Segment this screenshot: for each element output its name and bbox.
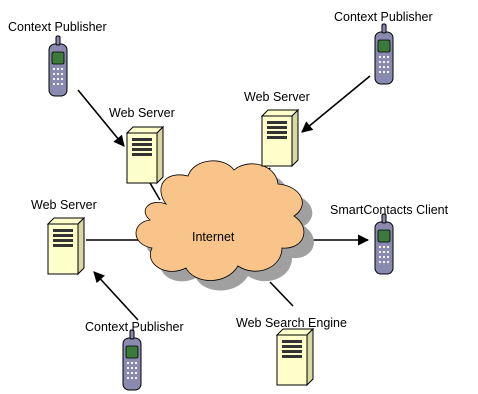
label-publisher-bottom: Context Publisher xyxy=(85,320,184,334)
server-search-engine-icon xyxy=(276,328,314,386)
label-server-right-top: Web Server xyxy=(244,90,310,104)
cloud-label: Internet xyxy=(192,230,235,244)
arrow-publisher-to-server-left xyxy=(93,271,139,321)
label-server-left-top: Web Server xyxy=(109,106,175,120)
edge-cloud-to-search-engine xyxy=(269,281,294,307)
label-server-left: Web Server xyxy=(31,198,97,212)
arrow-publisher-to-server-right-top xyxy=(301,75,371,133)
cloud-body xyxy=(135,160,305,281)
server-right-top-icon xyxy=(261,109,299,167)
server-left-top-icon xyxy=(126,126,164,184)
phone-bottom-icon xyxy=(122,329,142,391)
edge-cloud-to-server-left-top xyxy=(149,182,161,201)
server-left-icon xyxy=(47,217,85,275)
label-publisher-top-right: Context Publisher xyxy=(334,10,433,24)
arrow-publisher-to-server-left-top xyxy=(77,89,125,147)
label-client: SmartContacts Client xyxy=(330,203,449,217)
phone-top-left-icon xyxy=(48,35,68,97)
label-publisher-top-left: Context Publisher xyxy=(8,20,107,34)
phone-top-right-icon xyxy=(374,23,394,85)
phone-client-icon xyxy=(374,213,394,275)
label-search-engine: Web Search Engine xyxy=(236,316,347,330)
internet-cloud-icon xyxy=(135,160,314,291)
